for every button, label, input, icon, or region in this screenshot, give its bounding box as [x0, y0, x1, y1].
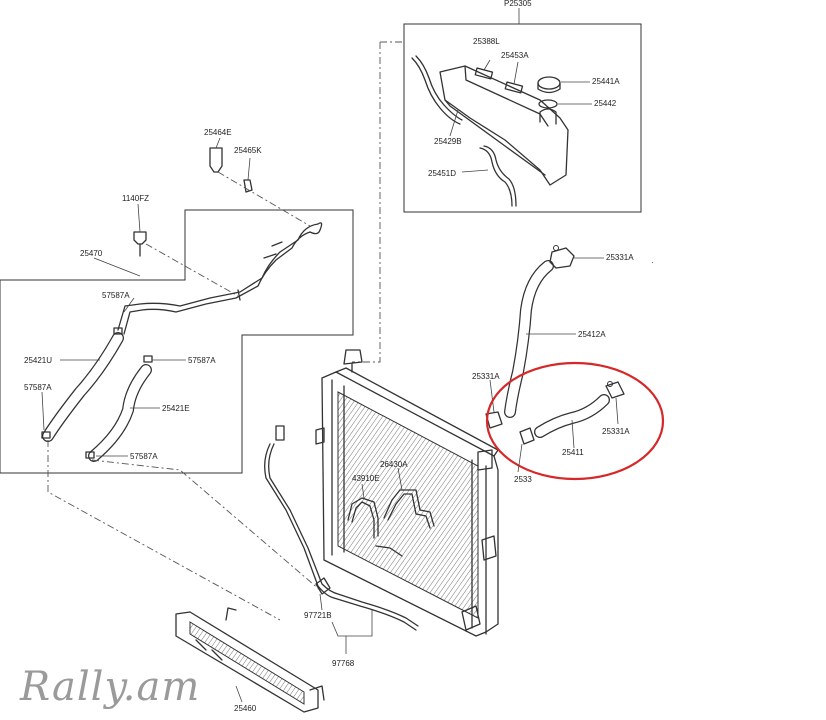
- bolt-1140fz: [133, 231, 147, 245]
- clamp-25331a-left: [485, 411, 503, 429]
- label-25331a-3: 25331A: [602, 427, 630, 436]
- reservoir-cap: [537, 76, 561, 90]
- label-25441a: 25441A: [592, 77, 620, 86]
- radiator-frame: [321, 371, 499, 637]
- label-26430a: 26430A: [380, 460, 408, 469]
- label-25331a-4: 2533: [514, 475, 532, 484]
- cooler-lines-box: [0, 209, 354, 474]
- highlight-group: [485, 361, 665, 481]
- oil-cooler-lines: [0, 137, 354, 474]
- label-1140fz: 1140FZ: [122, 194, 149, 203]
- filler-neck: [539, 108, 557, 125]
- label-97768: 97768: [332, 659, 355, 668]
- label-25465k: 25465K: [234, 146, 262, 155]
- label-43910e: 43910E: [352, 474, 380, 483]
- clamp-25331a-top: [549, 247, 575, 269]
- watermark-rally-am: Rally.am: [19, 664, 200, 710]
- label-25388l: 25388L: [473, 37, 500, 46]
- label-25470: 25470: [80, 249, 103, 258]
- clamp-57587a-upper: [113, 327, 123, 335]
- radiator-hoses: [485, 245, 604, 429]
- reservoir-assembly: [403, 8, 642, 213]
- clamp-25331a-right: [605, 381, 625, 399]
- label-25411: 25411: [562, 448, 584, 457]
- bolt-25464e: [209, 147, 223, 173]
- part-labels: P25305 25388L 25453A 25441A 25442 25429B…: [24, 0, 634, 713]
- label-25442: 25442: [594, 99, 617, 108]
- cooler-tubes: [264, 425, 419, 654]
- reservoir-tank: [439, 65, 569, 186]
- label-25331a-1: 25331A: [606, 253, 634, 262]
- label-25464e: 25464E: [204, 128, 232, 137]
- label-57587a-4: 57587A: [130, 452, 158, 461]
- label-25331a-2: 25331A: [472, 372, 500, 381]
- label-25412a: 25412A: [578, 330, 606, 339]
- seal-ring: [538, 99, 558, 109]
- label-25453a: 25453A: [501, 51, 529, 60]
- oil-cooler: [175, 607, 325, 713]
- radiator-filler: [343, 349, 363, 365]
- clip-25465k: [243, 179, 253, 193]
- label-25429b: 25429B: [434, 137, 462, 146]
- label-57587a-3: 57587A: [24, 383, 52, 392]
- highlight-ellipse: [485, 361, 665, 481]
- label-57587a-2: 57587A: [188, 356, 216, 365]
- label-25421e: 25421E: [162, 404, 190, 413]
- radiator-core: [337, 391, 479, 619]
- clamp-25331a-lower: [519, 427, 535, 445]
- reservoir-box: [403, 23, 642, 213]
- label-57587a-1: 57587A: [102, 291, 130, 300]
- stray-mark: ·: [651, 258, 654, 267]
- radiator-assembly: [315, 349, 499, 637]
- label-p25305: P25305: [504, 0, 532, 8]
- label-97721b: 97721B: [304, 611, 332, 620]
- label-25421u: 25421U: [24, 356, 52, 365]
- clip-97721b: [315, 577, 331, 595]
- label-25460: 25460: [234, 704, 257, 713]
- label-25451d: 25451D: [428, 169, 456, 178]
- oil-cooler-body: [175, 611, 319, 713]
